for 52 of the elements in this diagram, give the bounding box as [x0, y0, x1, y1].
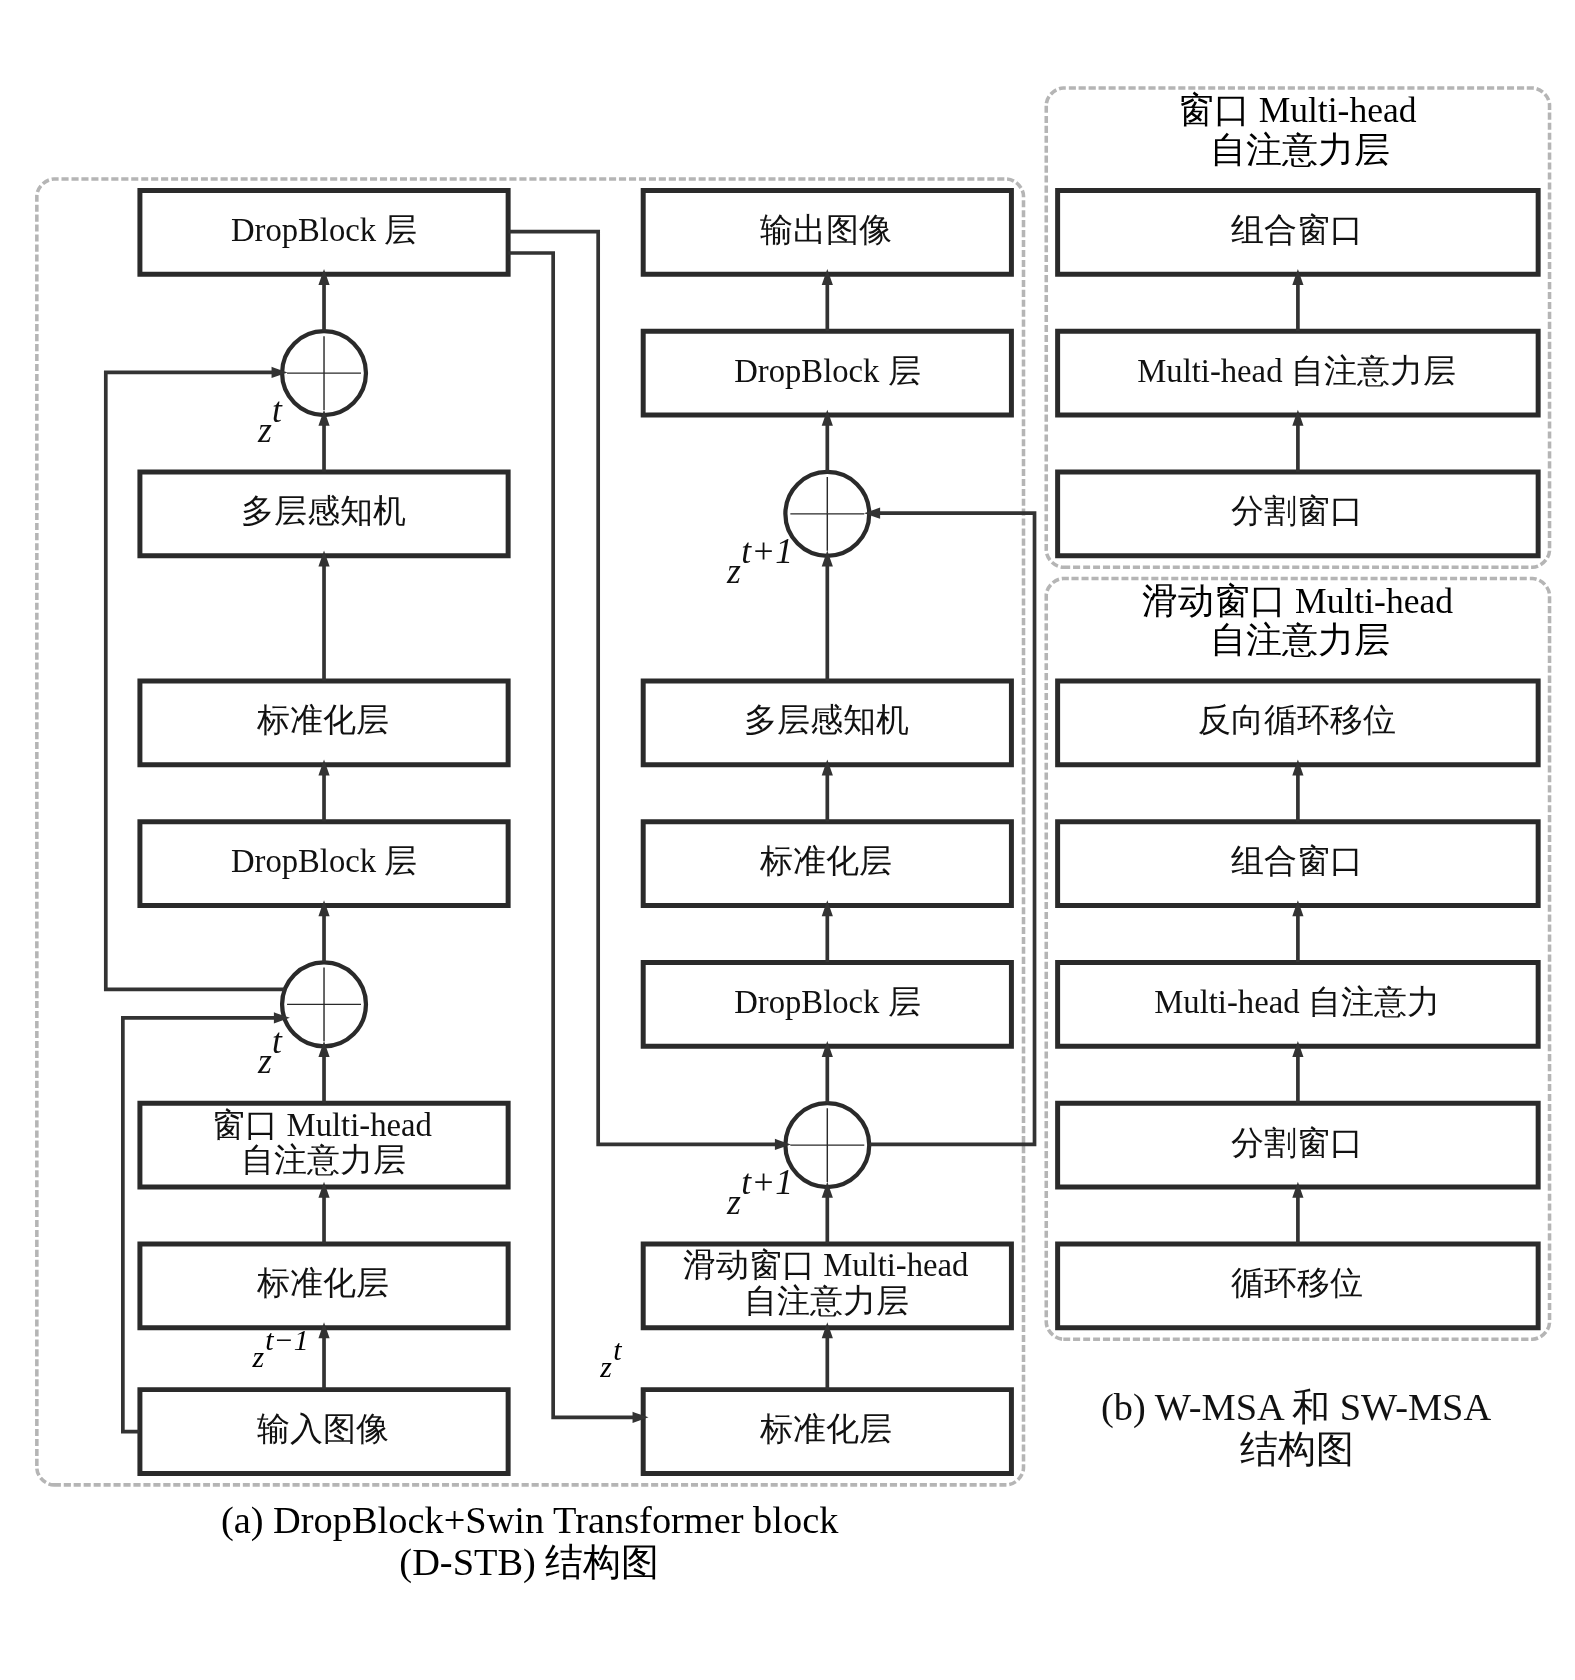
arrow	[318, 899, 330, 962]
node-box: DropBlock 层	[640, 328, 1014, 418]
node-box: 滑动窗口 Multi-head 自注意力层	[640, 1240, 1014, 1330]
arrow	[1292, 758, 1304, 821]
node-box: 标准化层	[137, 677, 511, 767]
node-box: DropBlock 层	[137, 818, 511, 908]
node-box: 多层感知机	[137, 468, 511, 558]
arrow	[1292, 409, 1304, 472]
node-box: 循环移位	[1055, 1240, 1541, 1330]
arrow	[821, 550, 833, 681]
arrow	[1292, 1040, 1304, 1103]
node-box: 输入图像	[137, 1386, 511, 1476]
node-box: 分割窗口	[1055, 1100, 1541, 1190]
node-box: 窗口 Multi-head 自注意力层	[137, 1100, 511, 1190]
arrow	[1292, 268, 1304, 331]
node-box: 标准化层	[640, 818, 1014, 908]
node-box: 分割窗口	[1055, 468, 1541, 558]
node-box: DropBlock 层	[137, 187, 511, 277]
node-box: 组合窗口	[1055, 187, 1541, 277]
node-box: 输出图像	[640, 187, 1014, 277]
arrow	[508, 250, 649, 1423]
arrow	[864, 507, 1037, 1146]
cluster	[35, 176, 1026, 1487]
arrow	[318, 409, 330, 472]
arrow	[121, 1011, 290, 1433]
node-box: Multi-head 自注意力层	[1055, 328, 1541, 418]
label: (b) W-MSA 和 SW-MSA 结构图	[1100, 1385, 1492, 1470]
arrow	[821, 1321, 833, 1389]
arrow	[821, 1181, 833, 1244]
node-box: Multi-head 自注意力	[1055, 959, 1541, 1049]
arrow	[103, 366, 288, 991]
node-box: 反向循环移位	[1055, 677, 1541, 767]
node-box: 组合窗口	[1055, 818, 1541, 908]
node-label: (a) DropBlock+Swin Transformer block (D-STB) 结构图	[220, 1498, 839, 1583]
arrow	[318, 758, 330, 821]
arrow	[821, 409, 833, 472]
arrow	[1292, 899, 1304, 962]
node-box: 标准化层	[640, 1386, 1014, 1476]
arrow	[318, 1040, 330, 1103]
arrow	[318, 550, 330, 681]
arrow	[821, 268, 833, 331]
arrow	[821, 899, 833, 962]
arrow	[318, 1181, 330, 1244]
arrow	[508, 229, 791, 1150]
node-box: 多层感知机	[640, 677, 1014, 767]
arrow	[318, 1321, 330, 1389]
arrow	[1292, 1181, 1304, 1244]
arrow	[821, 758, 833, 821]
node-box: 标准化层	[137, 1240, 511, 1330]
arrow	[821, 1040, 833, 1103]
node-box: DropBlock 层	[640, 959, 1014, 1049]
arrow	[318, 268, 330, 331]
